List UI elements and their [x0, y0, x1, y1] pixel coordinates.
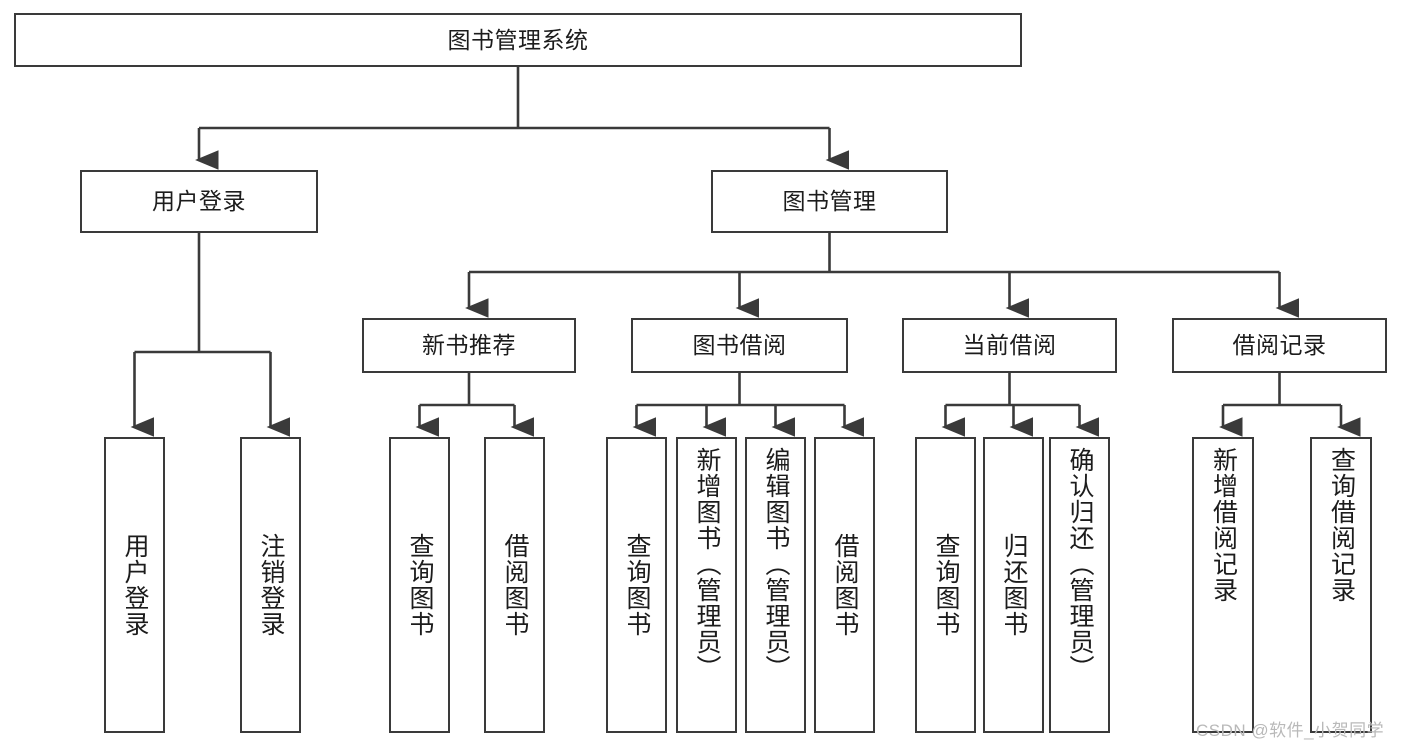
leaf-leaf-edit-book[interactable]: 编辑图书（管理员） — [745, 437, 806, 733]
node-label: 当前借阅 — [962, 332, 1057, 359]
node-label: 图书管理 — [782, 188, 877, 215]
node-current-borrow[interactable]: 当前借阅 — [902, 318, 1117, 373]
leaf-leaf-add-book[interactable]: 新增图书（管理员） — [676, 437, 737, 733]
node-label: 用户登录 — [121, 533, 149, 637]
leaf-leaf-borrow-book-2[interactable]: 借阅图书 — [814, 437, 875, 733]
leaf-leaf-query-book-1[interactable]: 查询图书 — [389, 437, 450, 733]
node-new-book-rec[interactable]: 新书推荐 — [362, 318, 576, 373]
node-label: 查询借阅记录 — [1327, 447, 1356, 603]
node-label: 查询图书 — [623, 533, 651, 637]
node-borrow-record[interactable]: 借阅记录 — [1172, 318, 1387, 373]
node-user-login[interactable]: 用户登录 — [80, 170, 318, 233]
node-label: 新增借阅记录 — [1209, 447, 1238, 603]
node-label: 图书借阅 — [692, 332, 787, 359]
node-label: 确认归还（管理员） — [1066, 447, 1094, 681]
node-label: 查询图书 — [932, 533, 960, 637]
node-root[interactable]: 图书管理系统 — [14, 13, 1022, 67]
node-label: 新书推荐 — [422, 332, 516, 359]
leaf-leaf-query-book-3[interactable]: 查询图书 — [915, 437, 976, 733]
node-label: 借阅图书 — [831, 533, 859, 637]
node-label: 归还图书 — [1000, 533, 1028, 637]
leaf-leaf-logout[interactable]: 注销登录 — [240, 437, 301, 733]
node-label: 编辑图书（管理员） — [762, 447, 790, 681]
node-label: 图书管理系统 — [447, 26, 589, 53]
node-label: 借阅记录 — [1232, 332, 1327, 359]
leaf-leaf-query-record[interactable]: 查询借阅记录 — [1310, 437, 1372, 733]
csdn-watermark: CSDN @软件_小贺同学 — [1196, 721, 1385, 740]
leaf-leaf-confirm-return[interactable]: 确认归还（管理员） — [1049, 437, 1110, 733]
leaf-leaf-user-login[interactable]: 用户登录 — [104, 437, 165, 733]
node-book-borrow[interactable]: 图书借阅 — [631, 318, 848, 373]
node-label: 查询图书 — [406, 533, 434, 637]
node-label: 新增图书（管理员） — [693, 447, 721, 681]
node-label: 注销登录 — [257, 533, 285, 637]
leaf-leaf-borrow-book-1[interactable]: 借阅图书 — [484, 437, 545, 733]
leaf-leaf-add-record[interactable]: 新增借阅记录 — [1192, 437, 1254, 733]
node-book-manage[interactable]: 图书管理 — [711, 170, 948, 233]
node-label: 用户登录 — [152, 188, 246, 215]
leaf-leaf-query-book-2[interactable]: 查询图书 — [606, 437, 667, 733]
leaf-leaf-return-book[interactable]: 归还图书 — [983, 437, 1044, 733]
node-label: 借阅图书 — [501, 533, 529, 637]
